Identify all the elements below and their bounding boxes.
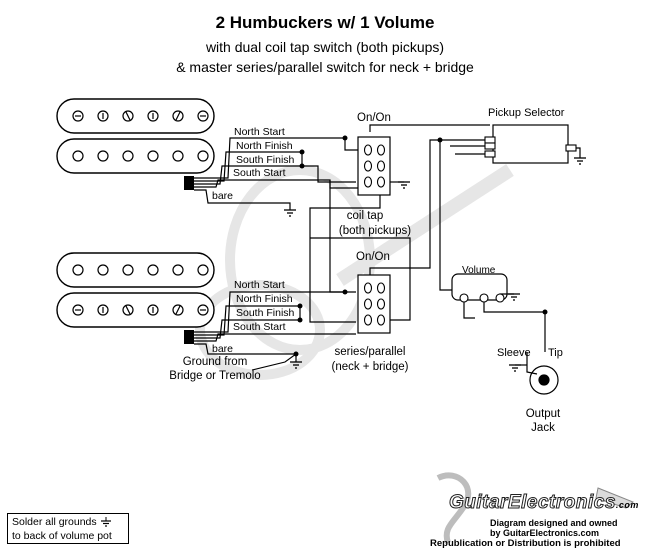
diagram-subtitle-2: & master series/parallel switch for neck… (176, 59, 474, 75)
selector-contacts (484, 136, 577, 158)
volume-lugs (459, 293, 505, 303)
bridge-north-finish-label: North Finish (236, 293, 293, 305)
volume-label: Volume (462, 265, 496, 276)
neck-bare-label: bare (212, 190, 234, 202)
diagram-title: 2 Humbuckers w/ 1 Volume (215, 13, 435, 32)
ground-leader (251, 353, 297, 371)
solder-grounds-note: Solder all grounds to back of volume pot (7, 513, 129, 544)
jack-tip-label: Tip (548, 347, 563, 359)
brand-name-text: GuitarElectronics (449, 492, 616, 514)
coil-tap-label-2: (both pickups) (338, 225, 412, 237)
brand-name: GuitarElectronics.com (449, 492, 639, 514)
coil-tap-label-1: coil tap (346, 210, 384, 222)
series-parallel-label-1: series/parallel (334, 346, 406, 358)
neck-humbucker (56, 98, 215, 174)
brand-suffix: .com (615, 500, 639, 510)
bridge-south-start-label: South Start (233, 321, 286, 333)
coil-tap-type-label: On/On (357, 112, 391, 124)
ground-icon (100, 517, 111, 527)
ground-label-1: Ground from (182, 356, 248, 368)
neck-north-start-label: North Start (234, 126, 285, 138)
neck-lead-exit (184, 176, 194, 190)
jack-label-2: Jack (531, 422, 555, 434)
ground-label-2: Bridge or Tremolo (169, 370, 261, 382)
bridge-bare-label: bare (212, 343, 234, 355)
bridge-north-start-label: North Start (234, 279, 285, 291)
neck-pole-pieces (72, 110, 209, 162)
jack-label-1: Output (525, 408, 561, 420)
series-parallel-lugs (363, 282, 386, 326)
brand-line-2: by GuitarElectronics.com (490, 528, 600, 538)
diagram-subtitle-1: with dual coil tap switch (both pickups) (205, 39, 445, 55)
note-line-1: Solder all grounds (12, 516, 97, 528)
brand-logo-art (436, 472, 634, 544)
neck-south-start-label: South Start (233, 167, 286, 179)
brand-line-1: Diagram designed and owned (490, 518, 618, 528)
neck-south-finish-label: South Finish (236, 154, 295, 166)
bridge-lead-exit (184, 330, 194, 344)
ground-symbols (284, 157, 586, 372)
bridge-humbucker (56, 252, 215, 328)
series-parallel-label-2: (neck + bridge) (331, 361, 409, 373)
coil-tap-lugs (363, 144, 386, 188)
pickup-selector-label: Pickup Selector (488, 107, 565, 119)
note-line-2: to back of volume pot (12, 530, 112, 542)
solder-points (293, 135, 548, 357)
brand-line-3: Republication or Distribution is prohibi… (430, 538, 621, 549)
neck-north-finish-label: North Finish (236, 140, 293, 152)
guitar-watermark (195, 164, 514, 380)
jack-sleeve-label: Sleeve (497, 347, 531, 359)
bridge-south-finish-label: South Finish (236, 307, 295, 319)
series-parallel-type-label: On/On (356, 251, 390, 263)
bridge-pole-pieces (72, 264, 209, 316)
